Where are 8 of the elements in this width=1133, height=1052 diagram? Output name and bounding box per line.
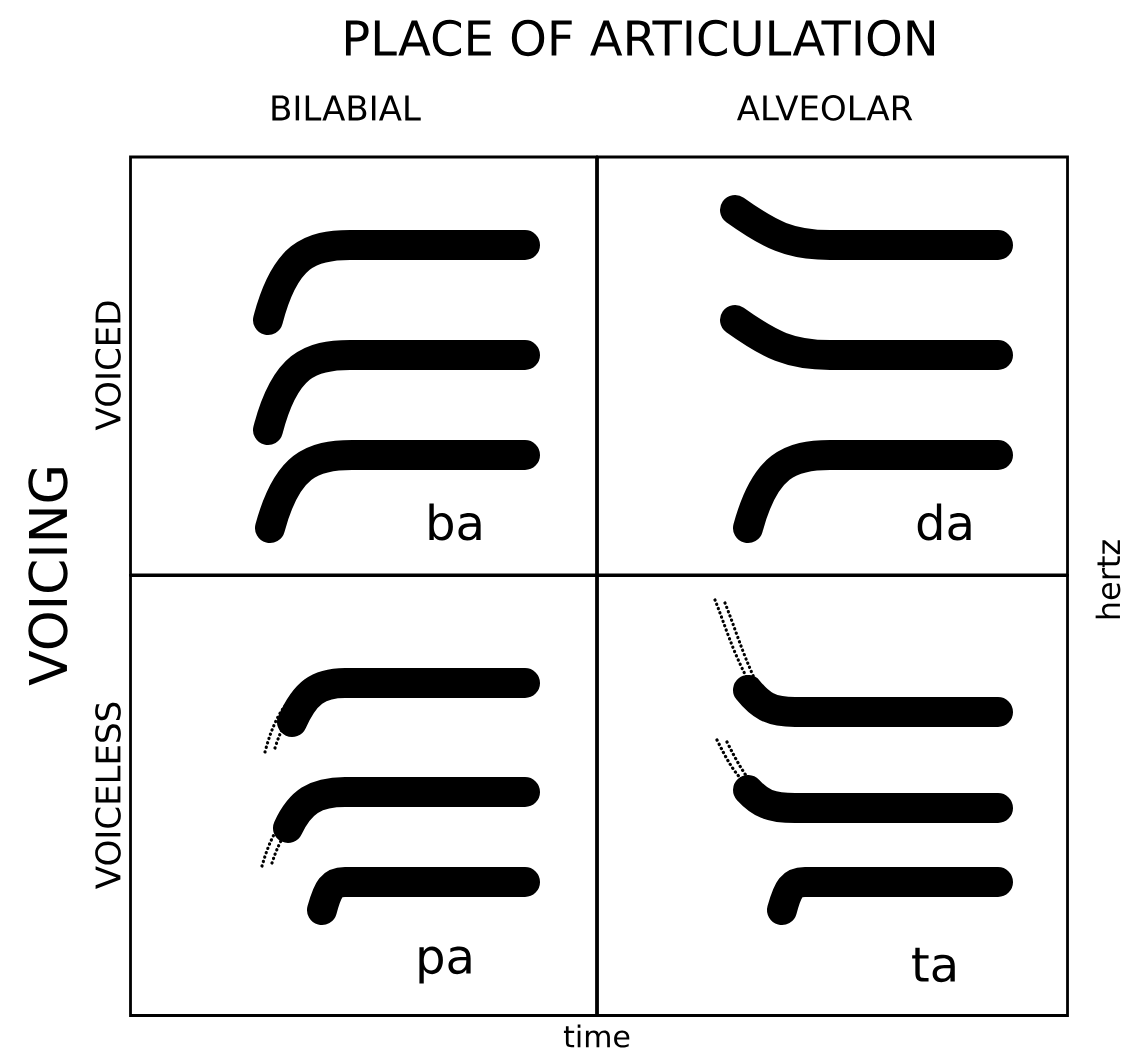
grid-cell: da [596,155,1069,577]
axis-label: hertz [1095,540,1121,619]
grid-cell: ta [596,574,1069,1017]
title: PLACE OF ARTICULATION [346,19,934,57]
axis-label: time [563,1024,630,1048]
grid-cell: pa [129,574,598,1017]
grid-cell: ba [129,155,598,577]
axis-label: VOICING [28,468,68,686]
